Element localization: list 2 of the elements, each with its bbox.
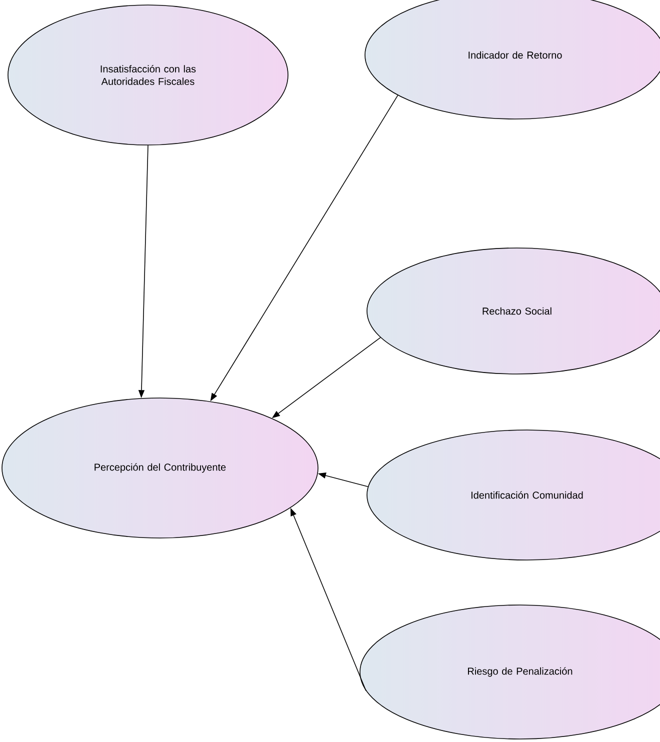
ellipse-node: Percepción del Contribuyente — [2, 398, 318, 538]
ellipse-node: Insatisfacción con las Autoridades Fiscales — [8, 4, 288, 146]
